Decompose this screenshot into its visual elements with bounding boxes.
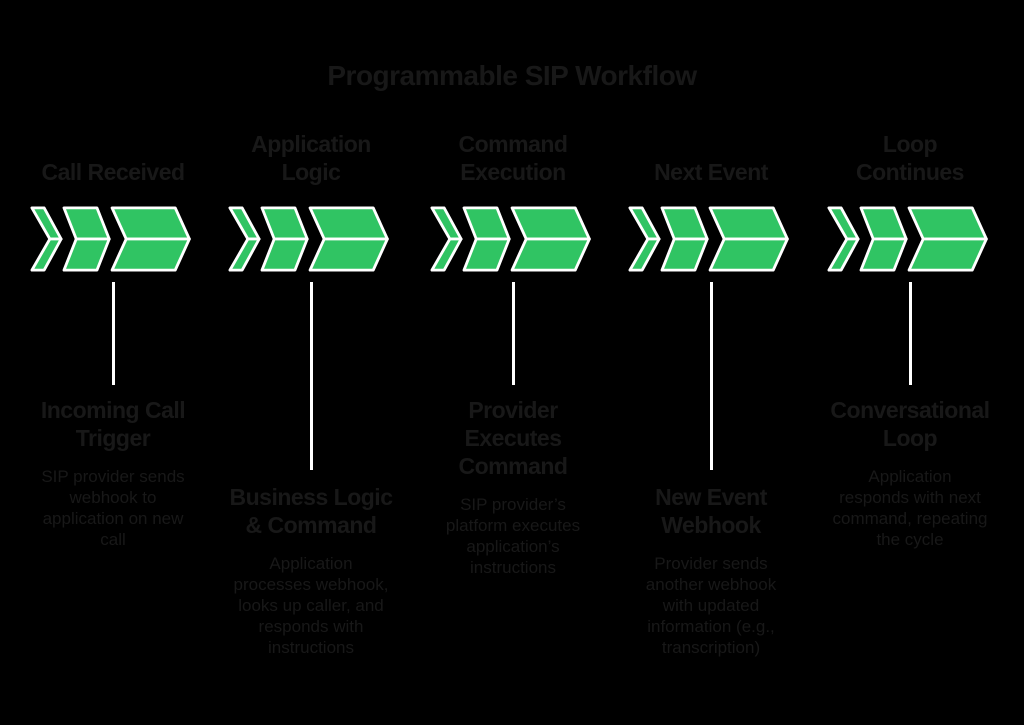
description-body: SIP provider sends webhook to applicatio… [41, 467, 185, 549]
description-body: Provider sends another webhook with upda… [645, 554, 777, 657]
stage-label: Call Received [41, 159, 185, 185]
step-description: Conversational Loop Application responds… [813, 396, 1007, 550]
connector-line [908, 282, 912, 385]
connector-line [709, 282, 713, 470]
page-title: Programmable SIP Workflow [327, 60, 697, 91]
description-heading: Conversational Loop [830, 397, 990, 451]
chevron-arrow-icon [228, 206, 389, 272]
description-body: Application responds with next command, … [832, 467, 988, 549]
stage-label: Application Logic [251, 131, 371, 185]
step-description: Incoming Call Trigger SIP provider sends… [16, 396, 210, 550]
chevron-arrow-icon [827, 206, 988, 272]
workflow-step-command-execution: Command Execution Provider Executes Comm… [416, 0, 610, 725]
chevron-arrow-icon [628, 206, 789, 272]
step-description: Business Logic & Command Application pro… [214, 483, 408, 658]
description-body: Application processes webhook, looks up … [233, 554, 389, 657]
step-description: Provider Executes Command SIP provider’s… [416, 396, 610, 578]
stage-label: Next Event [654, 159, 768, 185]
chevron-arrow-icon [30, 206, 191, 272]
connector-line [511, 282, 515, 385]
description-heading: New Event Webhook [655, 484, 767, 538]
step-description: New Event Webhook Provider sends another… [614, 483, 808, 658]
stage-label: Loop Continues [856, 131, 964, 185]
connector-line [111, 282, 115, 385]
description-heading: Incoming Call Trigger [40, 397, 186, 451]
workflow-step-loop-continues: Loop Continues Conversational Loop Appli… [813, 0, 1007, 725]
stage-label: Command Execution [458, 131, 568, 185]
description-heading: Provider Executes Command [458, 397, 568, 479]
workflow-step-next-event: Next Event New Event Webhook Provider se… [614, 0, 808, 725]
description-body: SIP provider’s platform executes applica… [445, 495, 581, 577]
connector-line [309, 282, 313, 470]
description-heading: Business Logic & Command [229, 484, 393, 538]
chevron-arrow-icon [430, 206, 591, 272]
workflow-step-call-received: Call Received Incoming Call Trigger SIP … [16, 0, 210, 725]
workflow-step-application-logic: Application Logic Business Logic & Comma… [214, 0, 408, 725]
